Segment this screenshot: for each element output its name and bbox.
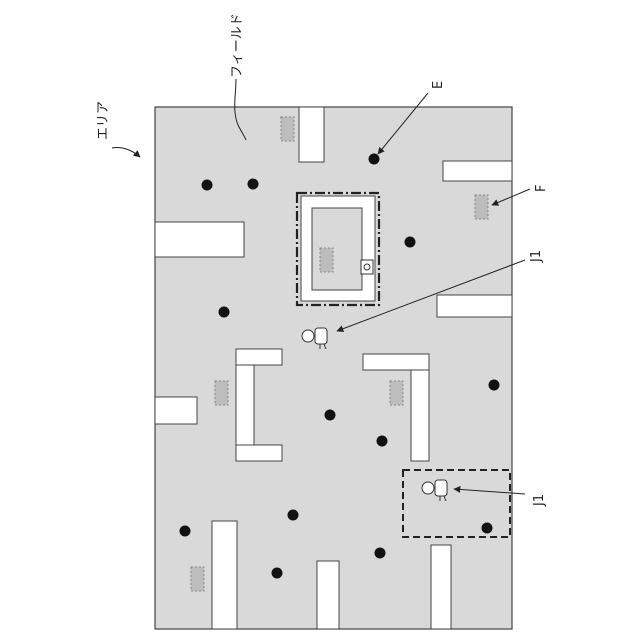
room-device-icon bbox=[361, 260, 373, 274]
dot-e bbox=[375, 548, 386, 559]
dot-e bbox=[288, 510, 299, 521]
obstacle-left-lower bbox=[155, 397, 197, 424]
obstacle-top-center bbox=[299, 107, 324, 162]
obstacle-left-upper bbox=[155, 222, 244, 257]
dot-e bbox=[377, 436, 388, 447]
dot-e bbox=[248, 179, 259, 190]
marker-f bbox=[390, 381, 403, 405]
marker-f bbox=[320, 248, 333, 272]
j1-upper-label: J1 bbox=[529, 250, 544, 263]
area-label: エリア bbox=[96, 101, 111, 140]
marker-f bbox=[281, 117, 294, 141]
dot-e bbox=[325, 410, 336, 421]
obstacle-right-middle bbox=[437, 295, 512, 317]
obstacle-right-upper bbox=[443, 161, 512, 181]
dot-e bbox=[272, 568, 283, 579]
dot-e bbox=[489, 380, 500, 391]
dot-e bbox=[202, 180, 213, 191]
obstacle-bottom-center bbox=[317, 561, 339, 629]
obstacle-bottom-left bbox=[212, 521, 237, 629]
dot-e bbox=[369, 154, 380, 165]
j1-lower-label: J1 bbox=[532, 494, 547, 507]
e-label: E bbox=[431, 81, 446, 89]
marker-f bbox=[215, 381, 228, 405]
dot-e bbox=[180, 526, 191, 537]
obstacle-bracket-vertical bbox=[236, 365, 254, 445]
marker-f bbox=[191, 567, 204, 591]
obstacle-l-horizontal bbox=[363, 354, 429, 370]
dot-e bbox=[405, 237, 416, 248]
obstacle-bracket-bottom bbox=[236, 445, 282, 461]
dot-e bbox=[482, 523, 493, 534]
central-room bbox=[297, 193, 379, 305]
area-leader-arrow bbox=[112, 147, 140, 157]
f-label: F bbox=[534, 185, 549, 192]
marker-f bbox=[475, 195, 488, 219]
dot-e bbox=[219, 307, 230, 318]
obstacle-bottom-right bbox=[431, 545, 451, 629]
field-label: フィールド bbox=[230, 13, 245, 78]
obstacle-bracket-top bbox=[236, 349, 282, 365]
obstacle-l-vertical bbox=[411, 370, 429, 461]
